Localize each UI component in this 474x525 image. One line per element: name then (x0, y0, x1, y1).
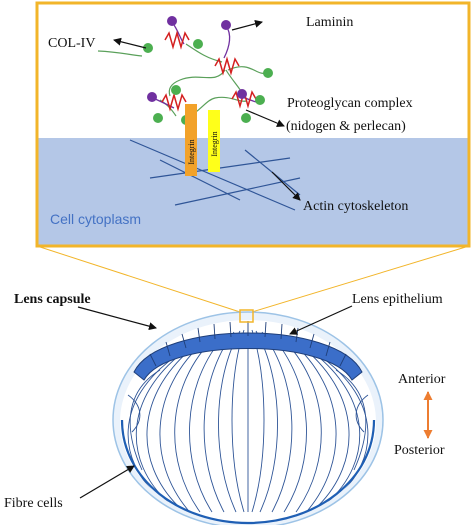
fibre-cell-lines (127, 329, 369, 513)
integrin-orange (185, 104, 197, 176)
inset-panel: Integrin Integrin COL-IV Laminin Proteog… (35, 1, 471, 248)
posterior-capsule-ring (120, 419, 376, 525)
proteoglycan-label-line2: (nidogen & perlecan) (286, 119, 406, 134)
laminin-label: Laminin (306, 15, 353, 30)
laminin-heads (147, 16, 247, 102)
inset-border (35, 1, 471, 248)
laminin-arrow (231, 19, 263, 31)
actin-cytoskeleton-label: Actin cytoskeleton (303, 199, 408, 214)
fibre-cells-label: Fibre cells (4, 496, 63, 511)
lens-capsule-arrow (77, 306, 157, 331)
proteoglycan-arrow (245, 109, 285, 127)
lens-epithelium-label: Lens epithelium (352, 292, 443, 307)
proteoglycan-label-line1: Proteoglycan complex (287, 96, 413, 111)
lens-epithelium-arrow (289, 305, 353, 335)
posterior-label: Posterior (394, 443, 445, 458)
zoom-box (239, 309, 254, 323)
integrin-label-2: Integrin (210, 131, 219, 156)
lens-capsule-label: Lens capsule (14, 292, 91, 307)
actin-arrow (271, 171, 301, 201)
integrin-label-1: Integrin (187, 139, 196, 164)
actin-filaments (129, 139, 301, 211)
zoom-connector-lines (36, 245, 470, 313)
integrin-yellow (208, 110, 220, 172)
cell-cytoplasm-label: Cell cytoplasm (50, 211, 141, 227)
col-iv-label: COL-IV (48, 36, 95, 51)
fibre-cells-arrow (79, 465, 135, 499)
lens-epithelium-band (133, 332, 363, 381)
lens (112, 309, 384, 525)
anterior-label: Anterior (398, 372, 446, 387)
col-iv-arrow (113, 37, 147, 49)
